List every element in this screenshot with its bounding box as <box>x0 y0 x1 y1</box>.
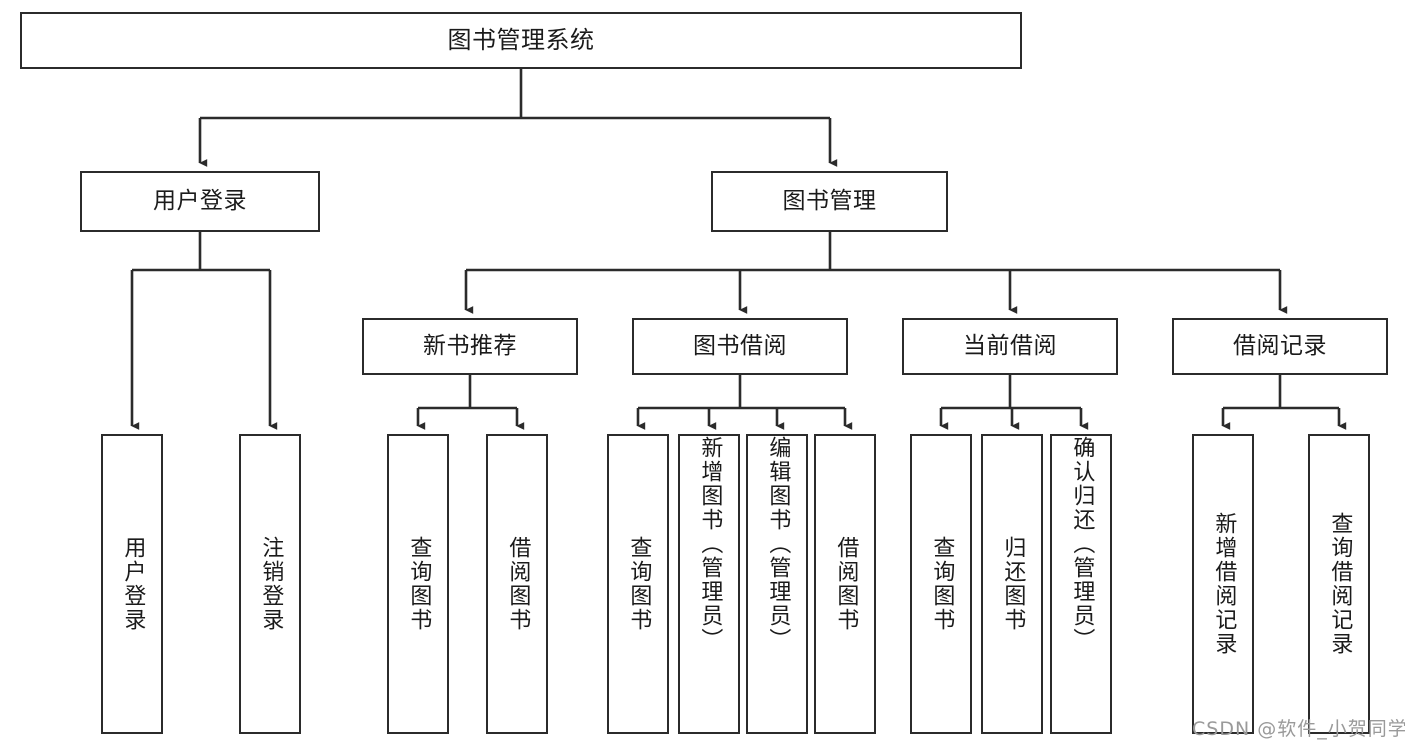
leaf-label: 借阅图书 <box>833 536 859 632</box>
leaf-label: 查询图书 <box>406 536 432 632</box>
node-label: 图书管理 <box>782 187 877 214</box>
leaf-borrow-book[interactable]: 借阅图书 <box>814 434 876 734</box>
leaf-add-borrow-record[interactable]: 新增借阅记录 <box>1192 434 1254 734</box>
node-new-book-recommend[interactable]: 新书推荐 <box>362 318 578 375</box>
node-borrow-record[interactable]: 借阅记录 <box>1172 318 1388 375</box>
node-label: 借阅记录 <box>1233 332 1327 359</box>
leaf-label: 归还图书 <box>1000 536 1026 632</box>
leaf-label: 借阅图书 <box>505 536 531 632</box>
leaf-query-book-recommend[interactable]: 查询图书 <box>387 434 449 734</box>
watermark: CSDN @软件_小贺同学 <box>1192 718 1405 740</box>
leaf-label: 注销登录 <box>258 536 284 632</box>
leaf-edit-book-admin[interactable]: 编辑图书（管理员） <box>746 434 808 734</box>
node-book-management-system[interactable]: 图书管理系统 <box>20 12 1022 69</box>
leaf-label: 确认归还（管理员） <box>1069 436 1095 652</box>
leaf-add-book-admin[interactable]: 新增图书（管理员） <box>678 434 740 734</box>
node-label: 图书管理系统 <box>447 26 595 55</box>
node-label: 当前借阅 <box>963 332 1057 359</box>
leaf-return-book[interactable]: 归还图书 <box>981 434 1043 734</box>
node-book-management[interactable]: 图书管理 <box>711 171 948 232</box>
node-label: 图书借阅 <box>693 332 787 359</box>
leaf-label: 编辑图书（管理员） <box>765 436 791 652</box>
leaf-label: 新增图书（管理员） <box>697 436 723 652</box>
node-user-login[interactable]: 用户登录 <box>80 171 320 232</box>
leaf-label: 查询图书 <box>929 536 955 632</box>
leaf-query-borrow-record[interactable]: 查询借阅记录 <box>1308 434 1370 734</box>
leaf-label: 新增借阅记录 <box>1211 512 1237 656</box>
leaf-query-book[interactable]: 查询图书 <box>607 434 669 734</box>
node-current-borrow[interactable]: 当前借阅 <box>902 318 1118 375</box>
leaf-confirm-return-admin[interactable]: 确认归还（管理员） <box>1050 434 1112 734</box>
leaf-label: 查询图书 <box>626 536 652 632</box>
leaf-logout[interactable]: 注销登录 <box>239 434 301 734</box>
leaf-label: 查询借阅记录 <box>1327 512 1353 656</box>
leaf-query-book-current[interactable]: 查询图书 <box>910 434 972 734</box>
leaf-borrow-book-recommend[interactable]: 借阅图书 <box>486 434 548 734</box>
leaf-user-login[interactable]: 用户登录 <box>101 434 163 734</box>
node-book-borrow[interactable]: 图书借阅 <box>632 318 848 375</box>
leaf-label: 用户登录 <box>120 536 146 632</box>
node-label: 新书推荐 <box>423 332 517 359</box>
node-label: 用户登录 <box>153 187 247 214</box>
